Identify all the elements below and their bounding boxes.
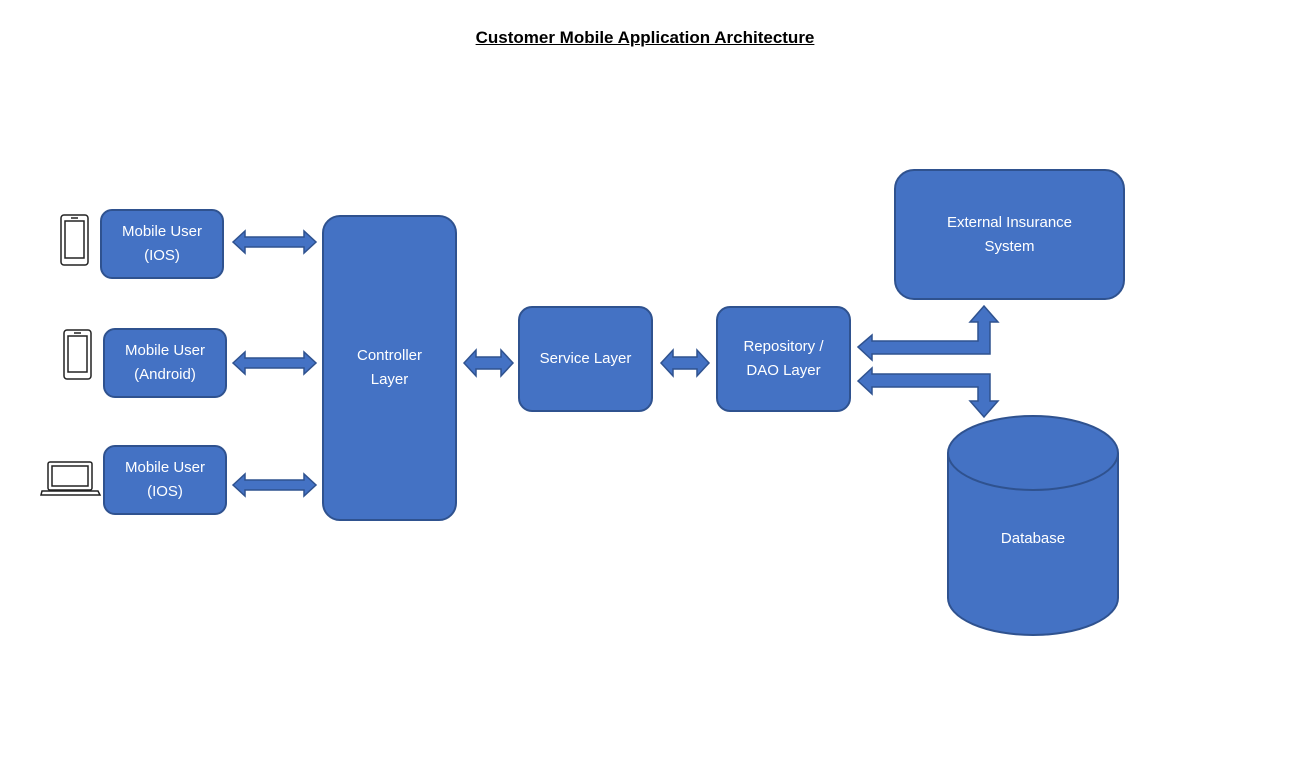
smartphone-icon bbox=[60, 214, 89, 266]
database-label: Database bbox=[1000, 529, 1066, 547]
database-cylinder bbox=[947, 415, 1119, 636]
mobile-user-android-box: Mobile User (Android) bbox=[103, 328, 227, 398]
external-insurance-system-box: External Insurance System bbox=[894, 169, 1125, 300]
arrow-repository-database bbox=[856, 366, 1000, 419]
arrow-service-repository bbox=[659, 348, 711, 378]
arrow-controller-service bbox=[462, 348, 515, 378]
smartphone-icon bbox=[63, 329, 92, 380]
arrow-user1-controller bbox=[231, 229, 318, 255]
mobile-user-ios-box: Mobile User (IOS) bbox=[100, 209, 224, 279]
arrow-user2-controller bbox=[231, 350, 318, 376]
laptop-icon bbox=[40, 461, 102, 496]
service-layer-box: Service Layer bbox=[518, 306, 653, 412]
arrow-user3-controller bbox=[231, 472, 318, 498]
diagram-title: Customer Mobile Application Architecture bbox=[475, 28, 815, 47]
controller-layer-box: Controller Layer bbox=[322, 215, 457, 521]
repository-dao-layer-box: Repository / DAO Layer bbox=[716, 306, 851, 412]
arrow-repository-external bbox=[856, 304, 1000, 362]
mobile-user-ios-laptop-box: Mobile User (IOS) bbox=[103, 445, 227, 515]
